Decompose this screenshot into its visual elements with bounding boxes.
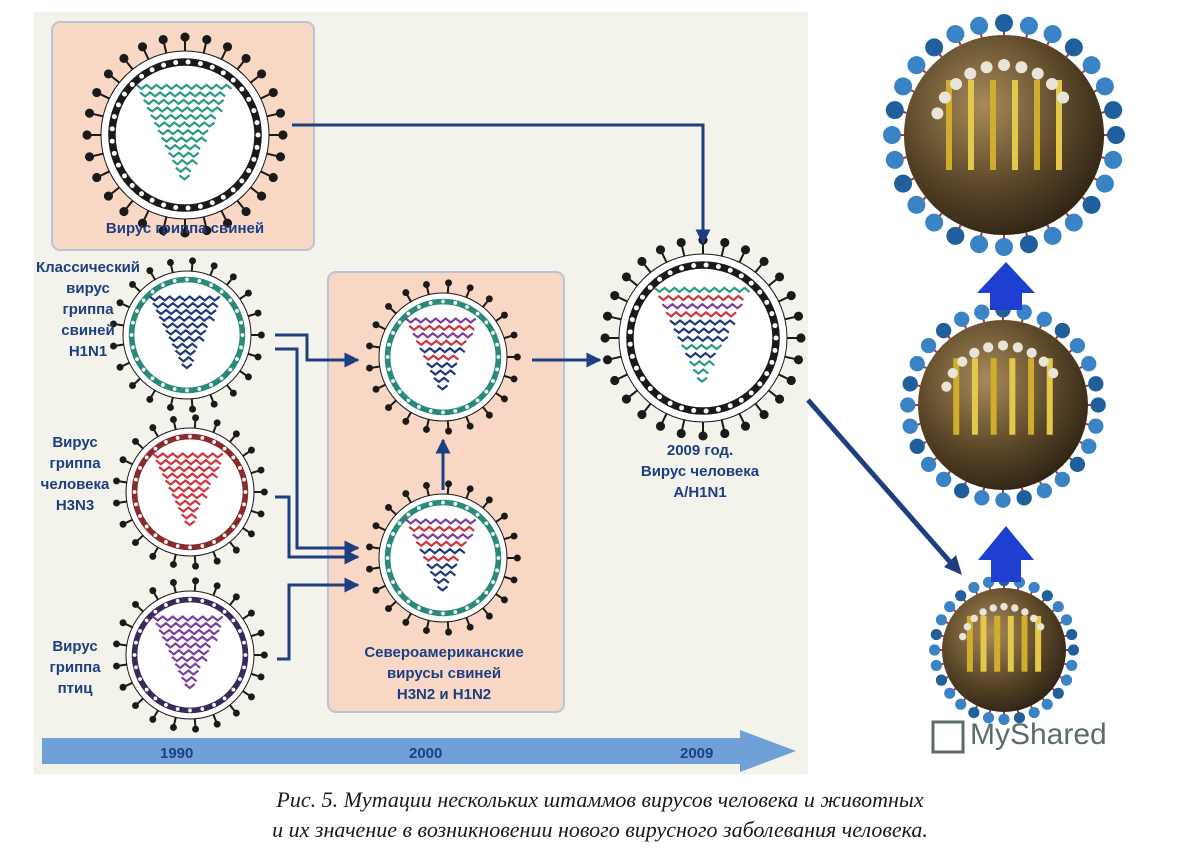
label-human-h3n3: Вирус гриппа человека H3N3: [40, 434, 110, 514]
swine-flu-virus: [82, 32, 288, 238]
arrow-h1n1-to-na-top: [275, 333, 360, 368]
timeline-label-1990: 1990: [160, 745, 194, 762]
arrow-h3n3-to-na-bottom: [275, 495, 360, 565]
figure-caption-line-1: Рис. 5. Мутации нескольких штаммов вирус…: [276, 787, 924, 812]
virus-3d-top: [883, 14, 1125, 256]
timeline-label-2000: 2000: [409, 745, 443, 762]
arrow-2009-to-3d-head: [944, 555, 962, 575]
na-swine-virus-bottom: [366, 480, 521, 636]
na-swine-virus-top: [366, 279, 521, 435]
arrow-h1n1-to-na-bottom: [275, 347, 360, 556]
human-h3n3-virus: [113, 414, 268, 570]
timeline-label-2009: 2009: [680, 745, 714, 762]
human-2009-virus: [600, 235, 806, 441]
timeline-arrow: [42, 730, 796, 772]
arrow-2009-to-3d-line: [806, 398, 960, 573]
watermark-logo-icon: [931, 720, 965, 754]
up-arrow-upper: [977, 262, 1035, 310]
label-classic-h1n1: Классический вирус гриппа свиней H1N1: [35, 259, 141, 360]
figure-caption-line-2: и их значение в возникновении нового вир…: [272, 817, 928, 842]
arrow-swine-to-2009: [292, 123, 711, 245]
label-na-swine: Североамериканские вирусы свиней H3N2 и …: [364, 644, 524, 703]
virus-3d-bottom: [928, 574, 1080, 726]
arrow-avian-to-na-bottom: [277, 577, 360, 661]
label-avian: Вирус гриппа птиц: [49, 638, 101, 697]
virus-3d-middle: [900, 302, 1106, 508]
watermark-text: MyShared: [970, 718, 1107, 751]
classic-h1n1-virus: [110, 257, 265, 413]
up-arrow-lower: [978, 526, 1034, 582]
label-human-2009: 2009 год. Вирус человека A/H1N1: [640, 442, 760, 501]
label-swine-flu: Вирус гриппа свиней: [105, 220, 265, 237]
avian-virus: [113, 577, 268, 733]
